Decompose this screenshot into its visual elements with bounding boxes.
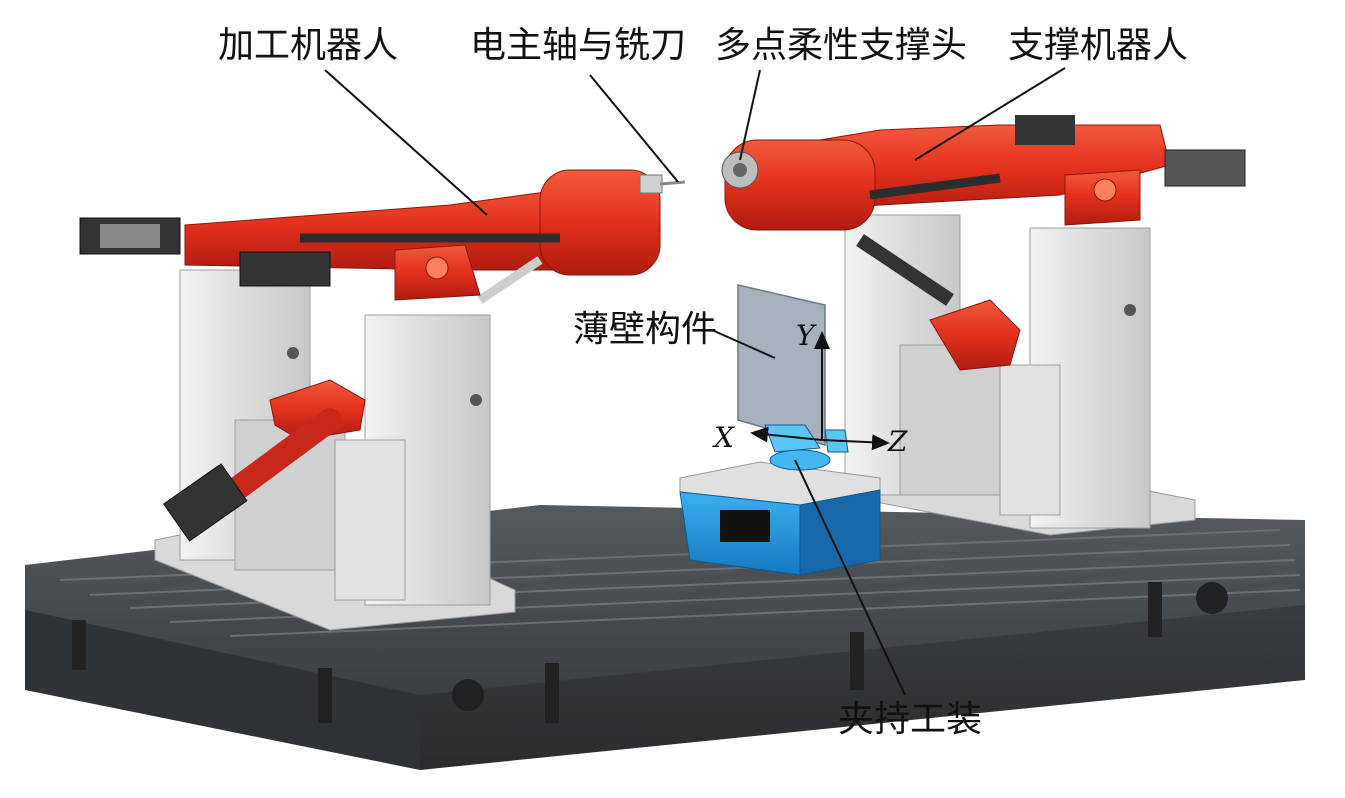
label-spindle-cutter: 电主轴与铣刀 (470, 25, 687, 66)
label-flexible-support-head: 多点柔性支撑头 (715, 25, 968, 66)
label-support-robot: 支撑机器人 (1008, 25, 1189, 66)
leader-fixture (794, 459, 906, 696)
axis-label-y: Y (796, 319, 815, 352)
left-pedestal (154, 269, 516, 631)
leader-lines (324, 67, 1066, 696)
axis-label-x: X (714, 421, 734, 454)
leader-thin-wall-part (711, 329, 776, 359)
leader-support-robot (914, 67, 1066, 161)
label-fixture: 夹持工装 (838, 699, 983, 740)
z-axis-arrow (821, 434, 890, 451)
fixture (679, 424, 881, 576)
axis-label-z: Z (888, 425, 908, 458)
machining-robot (79, 169, 686, 542)
thin-wall-part (737, 284, 826, 446)
leader-spindle-cutter (589, 74, 679, 183)
coordinate-axes (750, 331, 890, 451)
leader-machining-robot (324, 69, 488, 216)
leader-support-head (739, 69, 761, 161)
label-thin-wall-part: 薄壁构件 (573, 309, 718, 350)
right-pedestal (844, 214, 1196, 536)
support-robot (721, 115, 1246, 371)
x-axis-arrow (750, 426, 823, 443)
label-machining-robot: 加工机器人 (218, 25, 399, 66)
